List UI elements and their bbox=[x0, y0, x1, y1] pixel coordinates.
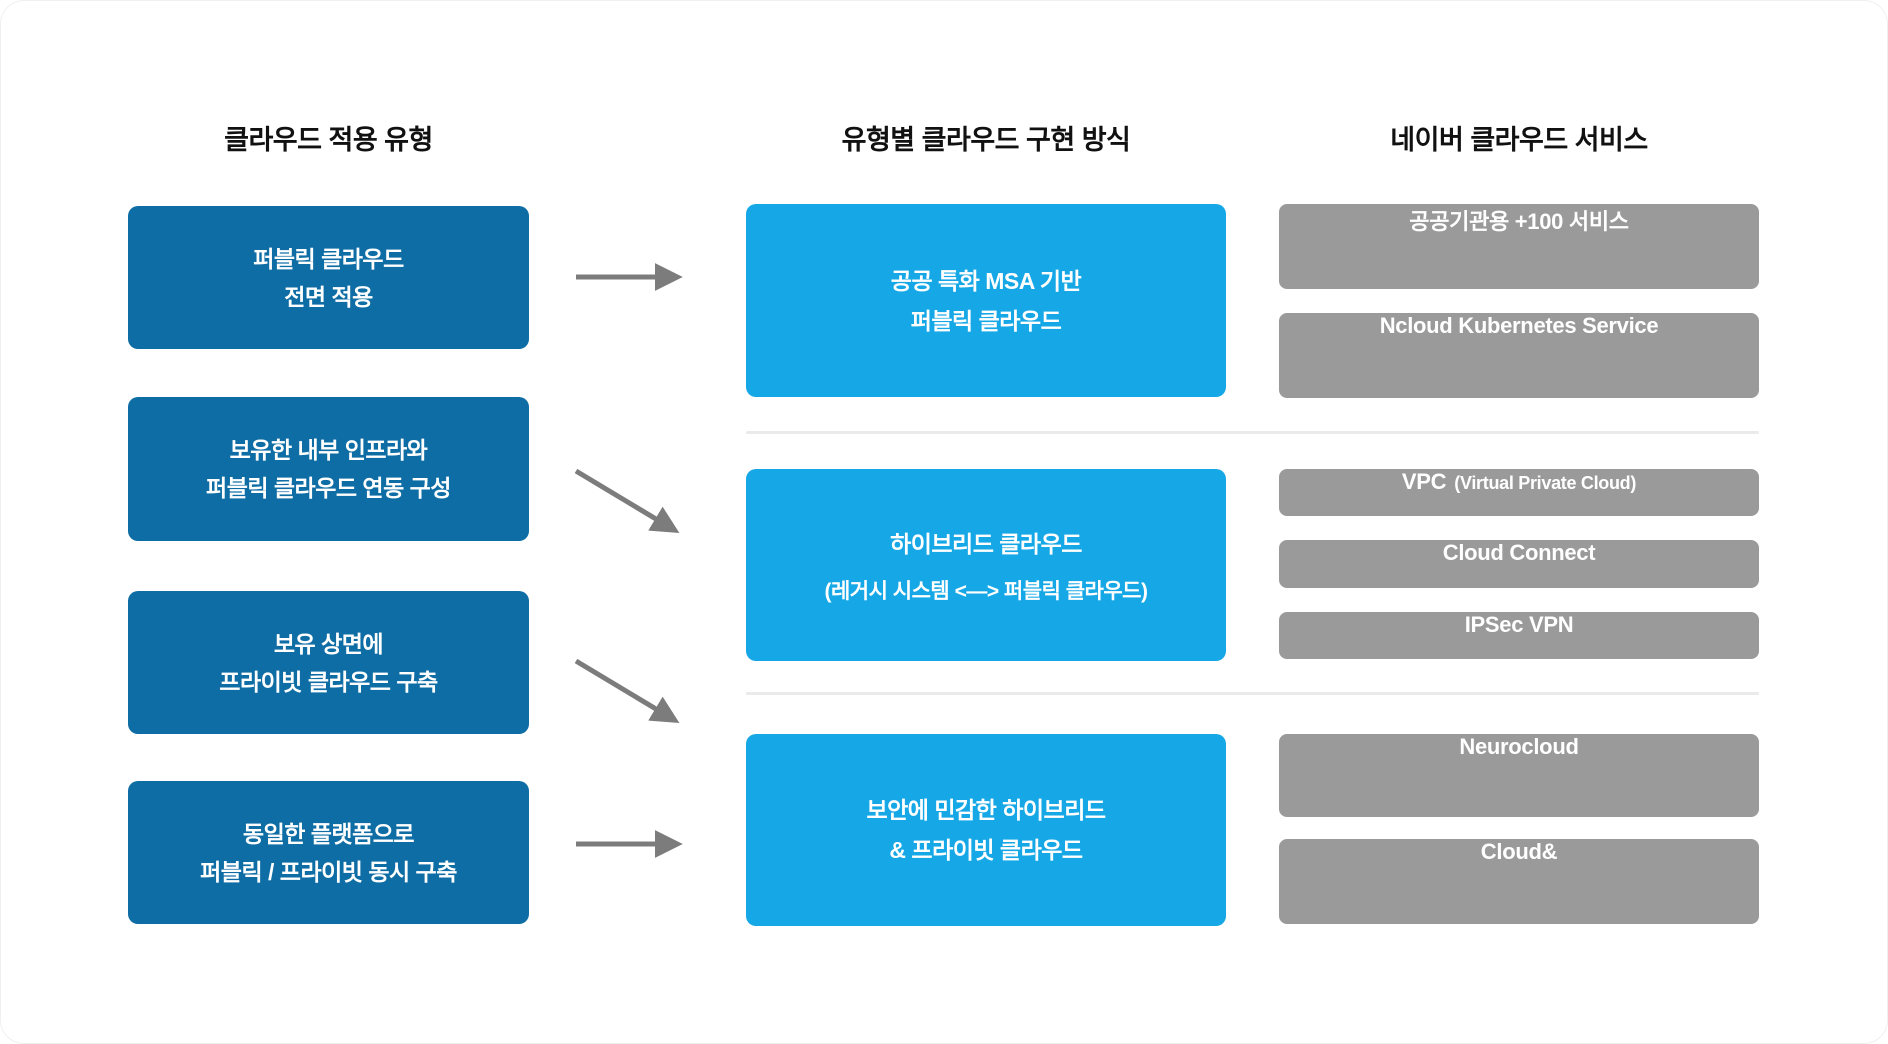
box-text-line: 퍼블릭 / 프라이빗 동시 구축 bbox=[200, 858, 457, 885]
box-text-line: 전면 적용 bbox=[284, 283, 373, 310]
row-separator bbox=[746, 692, 1759, 695]
implementation-box-msa-public-cloud: 공공 특화 MSA 기반 퍼블릭 클라우드 bbox=[746, 204, 1226, 397]
implementation-box-hybrid-cloud: 하이브리드 클라우드 (레거시 시스템 <—> 퍼블릭 클라우드) bbox=[746, 469, 1226, 661]
service-label: Cloud& bbox=[1480, 839, 1558, 864]
service-box-vpc: VPC (Virtual Private Cloud) bbox=[1279, 469, 1759, 516]
adoption-box-same-platform-both: 동일한 플랫폼으로 퍼블릭 / 프라이빗 동시 구축 bbox=[128, 781, 529, 924]
box-text-line: 보유한 내부 인프라와 bbox=[229, 437, 428, 463]
service-box-cloud-connect: Cloud Connect bbox=[1279, 540, 1759, 588]
box-text-line: 퍼블릭 클라우드 bbox=[910, 307, 1062, 334]
adoption-box-public-cloud-full: 퍼블릭 클라우드 전면 적용 bbox=[128, 206, 529, 349]
adoption-box-private-on-premises: 보유 상면에 프라이빗 클라우드 구축 bbox=[128, 591, 529, 734]
adoption-box-internal-infra-link: 보유한 내부 인프라와 퍼블릭 클라우드 연동 구성 bbox=[128, 397, 529, 541]
box-text-line: 퍼블릭 클라우드 연동 구성 bbox=[206, 475, 451, 501]
box-text-line: 보안에 민감한 하이브리드 bbox=[866, 797, 1106, 823]
box-text-line: 퍼블릭 클라우드 bbox=[253, 245, 404, 272]
box-subtitle: (레거시 시스템 <—> 퍼블릭 클라우드) bbox=[824, 580, 1148, 603]
service-box-public-services: 공공기관용 +100 서비스 bbox=[1279, 204, 1759, 289]
box-text-line: & 프라이빗 클라우드 bbox=[889, 837, 1083, 863]
service-box-neurocloud: Neurocloud bbox=[1279, 734, 1759, 817]
service-label: VPC bbox=[1401, 469, 1447, 494]
implementation-box-secure-hybrid-private: 보안에 민감한 하이브리드 & 프라이빗 클라우드 bbox=[746, 734, 1226, 926]
row-separator bbox=[746, 431, 1759, 434]
service-box-ipsec-vpn: IPSec VPN bbox=[1279, 612, 1759, 659]
service-box-ncloud-kubernetes: Ncloud Kubernetes Service bbox=[1279, 313, 1759, 398]
heading-naver-cloud-services: 네이버 클라우드 서비스 bbox=[1390, 124, 1648, 155]
box-text-line: 동일한 플랫폼으로 bbox=[242, 820, 415, 847]
heading-implementation-method: 유형별 클라우드 구현 방식 bbox=[841, 124, 1131, 155]
service-sublabel: (Virtual Private Cloud) bbox=[1454, 473, 1637, 493]
box-text-line: 보유 상면에 bbox=[273, 630, 384, 657]
service-label: Neurocloud bbox=[1459, 734, 1579, 759]
service-label: 공공기관용 +100 서비스 bbox=[1409, 209, 1629, 234]
arrow-adoption3-to-impl3 bbox=[574, 658, 680, 724]
service-box-cloud-and: Cloud& bbox=[1279, 839, 1759, 924]
service-label: IPSec VPN bbox=[1464, 612, 1574, 637]
arrow-adoption2-to-impl2 bbox=[574, 468, 680, 534]
box-text-line: 프라이빗 클라우드 구축 bbox=[219, 668, 438, 695]
service-label: Cloud Connect bbox=[1442, 540, 1596, 565]
service-label: Ncloud Kubernetes Service bbox=[1379, 313, 1659, 338]
heading-cloud-adoption-type: 클라우드 적용 유형 bbox=[224, 124, 433, 155]
box-title: 하이브리드 클라우드 bbox=[890, 531, 1082, 557]
box-text-line: 공공 특화 MSA 기반 bbox=[890, 267, 1082, 294]
